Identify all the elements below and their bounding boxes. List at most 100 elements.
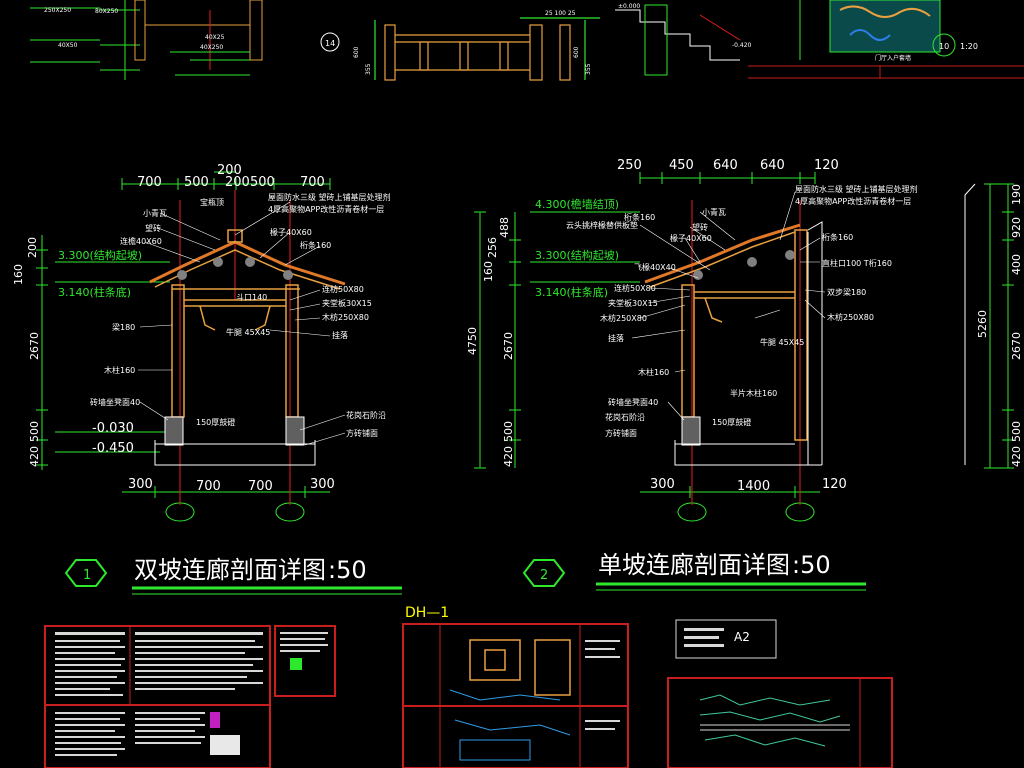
s2-label-11: 木枋250X80: [600, 313, 647, 323]
s1-label-2: 望砖: [145, 223, 161, 233]
s2-label-10: 夹堂板30X15: [608, 298, 658, 308]
s1-elev-2: 3.140(柱条底): [58, 285, 131, 299]
sheet-dh1-label: DH—1: [405, 605, 449, 621]
section-1-number-badge: [64, 559, 108, 587]
s2-label-6: 4厚高聚物APP改性沥青卷材一层: [795, 196, 911, 206]
railing-dim-left-1: 600: [353, 46, 360, 58]
s1-label-4: 宝瓶顶: [200, 197, 224, 207]
s2-top-dim-2: 450: [669, 158, 694, 173]
s1-bot-dim-3: 700: [248, 479, 273, 494]
s2-label-3: 椽子40X60: [670, 233, 712, 243]
s2-bot-dim-1: 300: [650, 477, 675, 492]
s2-label-22: 牛腿 45X45: [760, 337, 804, 347]
s1-left-dim-1: 200: [26, 237, 39, 258]
s2-top-dim-5: 120: [814, 158, 839, 173]
s3-dim-3: 400: [1010, 254, 1023, 275]
s2-label-9: 连枋50X80: [614, 283, 656, 293]
s1-left-dim-3: 2670: [28, 332, 41, 360]
s2-label-13: 木柱160: [638, 367, 669, 377]
s1-label-3: 连檐40X60: [120, 236, 162, 246]
step-offset: -0.420: [732, 42, 752, 49]
s3-dim-5: 500: [1010, 421, 1023, 442]
s2-label-4: 云头挑梓椽替供板垫: [566, 220, 638, 230]
s2-left-dim-3: 488: [498, 217, 511, 238]
s1-label-19: 花岗石阶沿: [346, 410, 386, 420]
s2-label-20: 双步梁180: [827, 288, 866, 297]
axis-marker-label: 14: [325, 39, 335, 48]
s2-top-dim-1: 250: [617, 158, 642, 173]
s2-label-21: 木枋250X80: [827, 312, 874, 322]
railing-dim-right-2: 355: [585, 63, 592, 75]
s1-label-10: 夹堂板30X15: [322, 298, 372, 308]
s2-label-15: 花岗石阶沿: [605, 412, 645, 422]
sheet-a2-label: A2: [734, 630, 750, 644]
section-2-number: 2: [540, 568, 548, 583]
s1-left-dim-4: 500: [28, 421, 41, 442]
s1-top-dim-1: 700: [137, 175, 162, 190]
top-label-2: 80X250: [95, 8, 118, 15]
s1-top-dim-2: 500: [184, 175, 209, 190]
railing-dim-right-1: 600: [573, 46, 580, 58]
s2-label-1: 小青瓦: [702, 207, 726, 217]
s1-bot-dim-1: 300: [128, 477, 153, 492]
section-2-title-block: 2 单坡连廊剖面详图 :50: [522, 551, 866, 591]
s1-label-11: 木枋250X80: [322, 312, 369, 322]
step-elevation: ±0.000: [618, 3, 640, 10]
s1-bot-dim-2: 700: [196, 479, 221, 494]
top-left-detail: [30, 0, 263, 80]
top-label-1: 250X250: [44, 7, 71, 14]
s2-left-dim-1: 160: [482, 261, 495, 282]
s1-top-dim-3: 200: [225, 175, 250, 190]
s1-label-6: 4厚高聚物APP改性沥青卷材一层: [268, 204, 384, 214]
s1-label-14: 梁180: [112, 323, 135, 332]
s2-label-18: 桁条160: [822, 232, 853, 242]
step-section: [615, 4, 741, 76]
section-2-title: 单坡连廊剖面详图: [598, 551, 790, 579]
s2-total-height: 4750: [466, 327, 479, 355]
section-3-drawing: [964, 183, 1014, 469]
s1-elev-4: -0.450: [92, 441, 134, 456]
s2-left-dim-6: 420: [502, 446, 515, 467]
section-2-scale: :50: [792, 551, 831, 579]
s2-label-17: 150厚鼓磴: [712, 417, 751, 427]
s2-label-8: 飞椽40X40: [634, 262, 676, 272]
s1-elev-3: -0.030: [92, 421, 134, 436]
s1-label-12: 挂落: [332, 330, 348, 340]
s1-label-8: 桁条160: [300, 240, 331, 250]
s2-top-dim-4: 640: [760, 158, 785, 173]
s3-total-height: 5260: [976, 310, 989, 338]
top-label-5: 40X25: [205, 34, 225, 41]
sheet-thumbnail-1: [44, 625, 336, 768]
s2-top-dim-3: 640: [713, 158, 738, 173]
s2-left-dim-5: 500: [502, 421, 515, 442]
axis-marker-circle: [320, 32, 340, 52]
section-1-number: 1: [83, 568, 91, 583]
section-2-number-badge: [522, 559, 566, 587]
s2-label-16: 方砖铺面: [605, 428, 637, 438]
s1-top-dim-5: 700: [300, 175, 325, 190]
s3-dim-6: 420: [1010, 446, 1023, 467]
detail-10: [748, 0, 1024, 79]
s1-label-18: 150厚鼓磴: [196, 417, 235, 427]
top-strip: 250X250 80X250 40X50 40X250 40X25 14 25 …: [30, 0, 1024, 81]
s2-label-12: 挂落: [608, 333, 624, 343]
s2-label-7: 桁条160: [624, 212, 655, 222]
s2-left-dim-4: 2670: [502, 332, 515, 360]
s1-elev-1: 3.300(结构起坡): [58, 248, 142, 262]
sheet-thumbnail-a2: A2: [667, 619, 893, 768]
s2-bot-dim-3: 120: [822, 477, 847, 492]
top-label-4: 40X250: [200, 44, 223, 51]
s2-label-23: 半片木柱160: [730, 388, 777, 398]
s1-top-dim-4: 500: [250, 175, 275, 190]
detail-10-title: 门厅入户套墙: [875, 54, 911, 62]
s1-top-dim-mid: 200: [217, 163, 242, 178]
sheet-thumbnail-dh1: DH—1: [402, 605, 629, 768]
s1-label-1: 小青瓦: [143, 208, 167, 218]
s1-label-7: 椽子40X60: [270, 227, 312, 237]
s2-label-14: 砖墙坐凳面40: [608, 397, 658, 407]
s1-label-15: 牛腿 45X45: [226, 327, 270, 337]
s2-label-19: 直柱口100 T桁160: [822, 258, 892, 268]
s1-left-dim-2: 160: [12, 264, 25, 285]
s1-label-13: 斗口140: [236, 293, 267, 302]
